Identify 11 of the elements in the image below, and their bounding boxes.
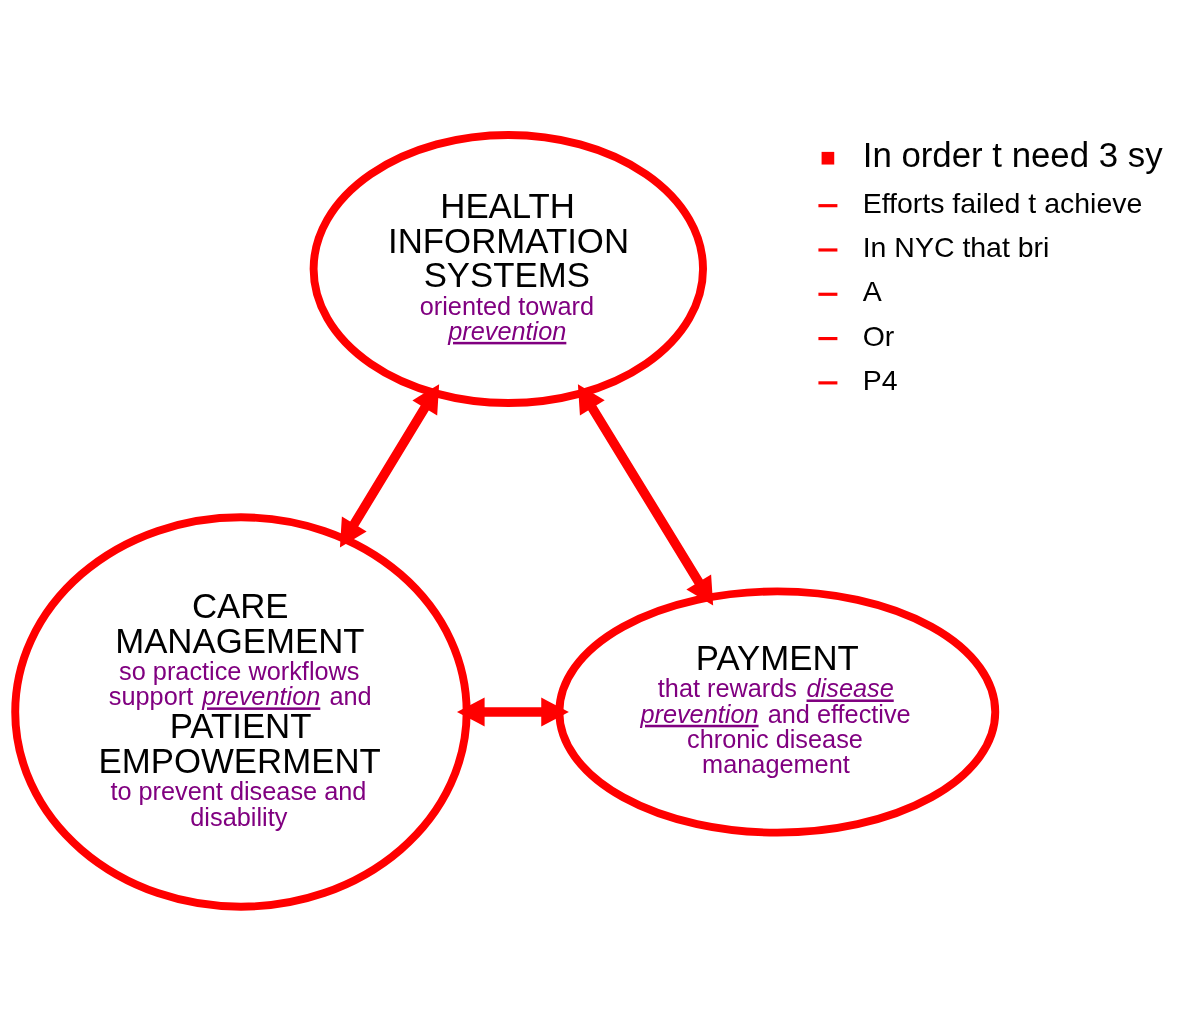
arrow [339,383,440,548]
arrow [577,383,714,606]
label: Efforts failed t achieve [862,186,1143,219]
label: In NYC that bri [862,230,1050,263]
label: Or [862,319,895,352]
node-ellipse: HEALTH INFORMATION SYSTEMS oriented toward prevention [309,130,707,407]
label: In order t need 3 sy [862,134,1163,174]
label: A [862,274,882,307]
label: P4 [862,363,898,396]
arrow [457,697,569,726]
node-ellipse: PAYMENT that rewards disease prevention and effective chronic disease management [555,586,1000,837]
